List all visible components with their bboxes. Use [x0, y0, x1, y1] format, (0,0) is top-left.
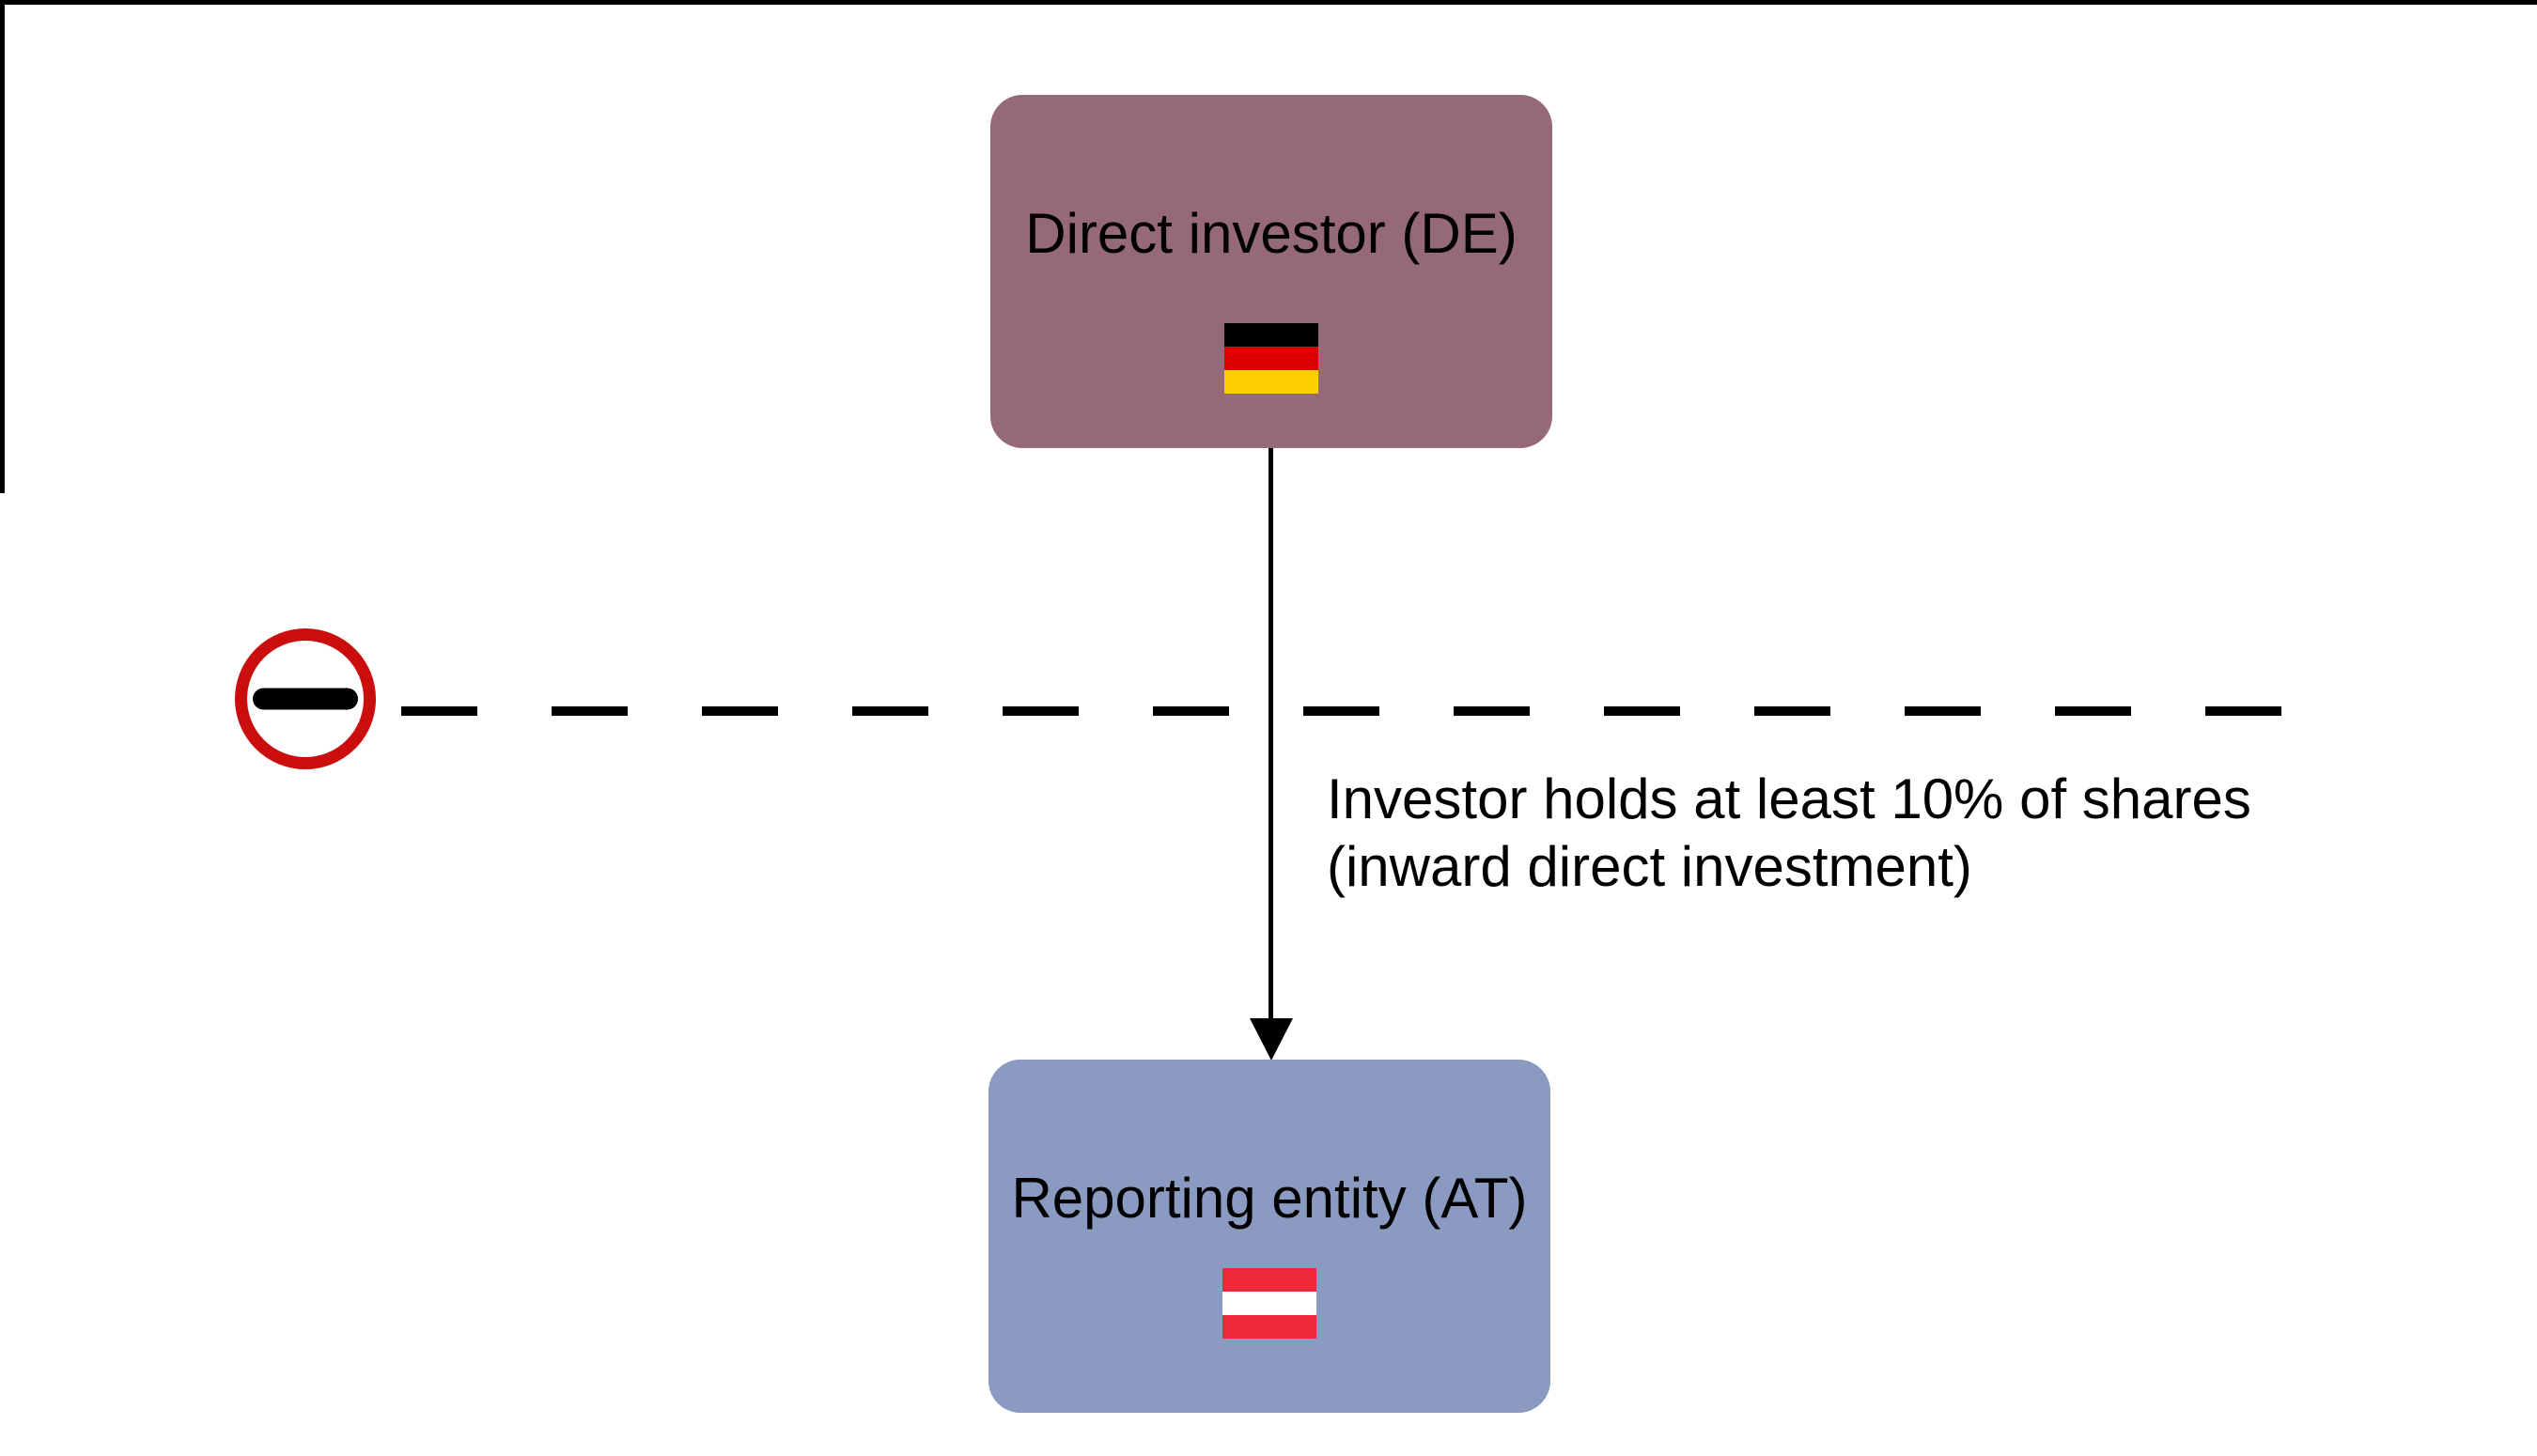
- austria-flag-stripe-red-top: [1222, 1268, 1316, 1292]
- austria-flag-stripe-white: [1222, 1292, 1316, 1315]
- germany-flag-stripe-red: [1224, 347, 1318, 370]
- node-direct-investor-label: Direct investor (DE): [1025, 202, 1518, 265]
- country-border-dashed-line: [401, 706, 2282, 716]
- investment-arrow-head: [1250, 1018, 1293, 1061]
- no-entry-icon: [235, 628, 376, 769]
- austria-flag-icon: [1222, 1268, 1316, 1339]
- node-reporting-entity-label: Reporting entity (AT): [1011, 1167, 1528, 1230]
- node-reporting-entity: Reporting entity (AT): [988, 1060, 1550, 1413]
- edge-label-line-2: (inward direct investment): [1327, 835, 1972, 898]
- no-entry-bar: [253, 688, 358, 710]
- edge-label: Investor holds at least 10% of shares (i…: [1327, 766, 2251, 901]
- germany-flag-stripe-black: [1224, 323, 1318, 347]
- frame-border-top: [0, 0, 2537, 5]
- austria-flag-stripe-red-bottom: [1222, 1315, 1316, 1339]
- frame-border-left: [0, 0, 5, 493]
- germany-flag-stripe-gold: [1224, 370, 1318, 394]
- germany-flag-icon: [1224, 323, 1318, 394]
- node-direct-investor: Direct investor (DE): [990, 95, 1552, 448]
- edge-label-line-1: Investor holds at least 10% of shares: [1327, 767, 2251, 830]
- investment-arrow-line: [1268, 448, 1273, 1019]
